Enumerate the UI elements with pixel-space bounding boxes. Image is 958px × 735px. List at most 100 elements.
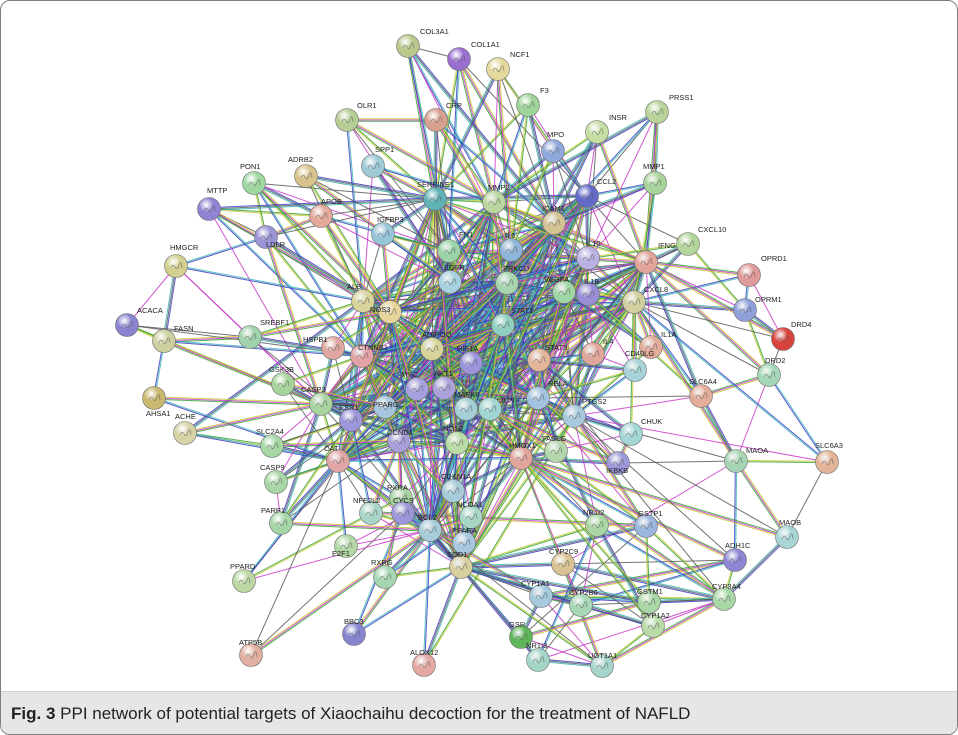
node-circle[interactable] bbox=[541, 139, 565, 163]
node-circle[interactable] bbox=[142, 386, 166, 410]
node-circle[interactable] bbox=[371, 222, 395, 246]
node-circle[interactable] bbox=[645, 100, 669, 124]
node-circle[interactable] bbox=[733, 298, 757, 322]
node-circle[interactable] bbox=[590, 654, 614, 678]
node-circle[interactable] bbox=[373, 565, 397, 589]
node-circle[interactable] bbox=[387, 429, 411, 453]
node-icam1[interactable]: ICAM1 bbox=[542, 204, 566, 235]
node-cxcl8[interactable]: CXCL8 bbox=[622, 285, 669, 314]
node-adipoq[interactable]: ADIPOQ bbox=[420, 330, 452, 361]
node-gstm1[interactable]: GSTM1 bbox=[637, 587, 663, 614]
node-il1a[interactable]: IL1A bbox=[639, 330, 677, 359]
node-pparg[interactable]: PPARG bbox=[373, 395, 399, 419]
node-circle[interactable] bbox=[542, 211, 566, 235]
node-casp9[interactable]: CASP9 bbox=[260, 463, 288, 494]
node-ahsa1[interactable]: AHSA1 bbox=[142, 386, 171, 419]
node-circle[interactable] bbox=[757, 363, 781, 387]
node-cyp1a2[interactable]: CYP1A2 bbox=[641, 611, 670, 638]
node-circle[interactable] bbox=[737, 263, 761, 287]
node-circle[interactable] bbox=[197, 197, 221, 221]
node-fasn[interactable]: FASN bbox=[152, 324, 194, 353]
node-circle[interactable] bbox=[581, 342, 605, 366]
node-gsk3b[interactable]: GSK3B bbox=[269, 365, 295, 396]
node-mpo[interactable]: MPO bbox=[541, 130, 565, 163]
node-circle[interactable] bbox=[569, 593, 593, 617]
node-rela[interactable]: RELA bbox=[526, 379, 568, 410]
node-circle[interactable] bbox=[544, 439, 568, 463]
node-mttp[interactable]: MTTP bbox=[197, 186, 228, 221]
node-ache[interactable]: ACHE bbox=[173, 412, 197, 445]
node-pon1[interactable]: PON1 bbox=[240, 162, 266, 195]
node-acaca[interactable]: ACACA bbox=[115, 306, 163, 337]
node-circle[interactable] bbox=[335, 108, 359, 132]
node-ppard[interactable]: PPARD bbox=[230, 562, 256, 593]
node-circle[interactable] bbox=[359, 501, 383, 525]
node-egfr[interactable]: EGFR bbox=[438, 263, 466, 294]
node-ikbkb[interactable]: IKBKB bbox=[606, 451, 630, 476]
node-myc[interactable]: MYC bbox=[401, 370, 429, 401]
node-circle[interactable] bbox=[173, 421, 197, 445]
node-maob[interactable]: MAOB bbox=[775, 518, 802, 549]
node-circle[interactable] bbox=[576, 282, 600, 306]
node-cat[interactable]: CAT bbox=[324, 444, 350, 473]
node-circle[interactable] bbox=[396, 34, 420, 58]
node-circle[interactable] bbox=[115, 313, 139, 337]
node-circle[interactable] bbox=[724, 449, 748, 473]
node-circle[interactable] bbox=[459, 351, 483, 375]
node-sod1[interactable]: SOD1 bbox=[447, 550, 473, 579]
node-f3[interactable]: F3 bbox=[516, 86, 549, 117]
node-circle[interactable] bbox=[423, 187, 447, 211]
node-circle[interactable] bbox=[420, 337, 444, 361]
node-circle[interactable] bbox=[242, 171, 266, 195]
node-drd4[interactable]: DRD4 bbox=[771, 320, 812, 351]
node-apob[interactable]: APOB bbox=[309, 197, 342, 228]
node-circle[interactable] bbox=[260, 434, 284, 458]
node-cycs[interactable]: CYCS bbox=[391, 496, 415, 525]
node-ppara[interactable]: PPARA bbox=[452, 526, 477, 555]
node-circle[interactable] bbox=[509, 446, 533, 470]
node-esr1[interactable]: ESR1 bbox=[339, 403, 363, 432]
node-circle[interactable] bbox=[418, 518, 442, 542]
node-circle[interactable] bbox=[405, 377, 429, 401]
node-gsr[interactable]: GSR bbox=[509, 620, 533, 649]
node-circle[interactable] bbox=[643, 171, 667, 195]
node-fn1[interactable]: FN1 bbox=[437, 230, 474, 263]
node-circle[interactable] bbox=[361, 154, 385, 178]
node-ccl2[interactable]: CCL2 bbox=[575, 177, 617, 208]
node-vegfa[interactable]: VEGFA bbox=[544, 275, 576, 304]
node-ifng[interactable]: IFNG bbox=[634, 241, 677, 274]
node-casp3[interactable]: CASP3 bbox=[301, 385, 333, 416]
node-circle[interactable] bbox=[529, 584, 553, 608]
node-ldlr[interactable]: LDLR bbox=[254, 225, 286, 250]
node-circle[interactable] bbox=[351, 289, 375, 313]
node-circle[interactable] bbox=[499, 238, 523, 262]
node-circle[interactable] bbox=[373, 395, 397, 419]
node-circle[interactable] bbox=[486, 57, 510, 81]
node-oprd1[interactable]: OPRD1 bbox=[737, 254, 787, 287]
node-circle[interactable] bbox=[424, 108, 448, 132]
node-circle[interactable] bbox=[412, 653, 436, 677]
node-gstp1[interactable]: GSTP1 bbox=[634, 509, 663, 538]
node-adrb2[interactable]: ADRB2 bbox=[288, 155, 318, 188]
node-circle[interactable] bbox=[459, 505, 483, 529]
node-circle[interactable] bbox=[238, 325, 262, 349]
node-circle[interactable] bbox=[689, 384, 713, 408]
node-circle[interactable] bbox=[775, 525, 799, 549]
node-circle[interactable] bbox=[551, 552, 575, 576]
node-circle[interactable] bbox=[391, 501, 415, 525]
node-olr1[interactable]: OLR1 bbox=[335, 101, 377, 132]
node-circle[interactable] bbox=[509, 625, 533, 649]
node-circle[interactable] bbox=[452, 531, 476, 555]
node-prss1[interactable]: PRSS1 bbox=[645, 93, 694, 124]
node-ccnd1[interactable]: CCND1 bbox=[387, 428, 413, 453]
node-bcl2[interactable]: BCL2 bbox=[418, 513, 442, 542]
node-circle[interactable] bbox=[269, 511, 293, 535]
node-circle[interactable] bbox=[326, 449, 350, 473]
node-ugt1a1[interactable]: UGT1A1 bbox=[588, 651, 617, 678]
node-cyp3a4[interactable]: CYP3A4 bbox=[712, 582, 741, 611]
node-e2f1[interactable]: E2F1 bbox=[332, 534, 358, 559]
node-circle[interactable] bbox=[482, 190, 506, 214]
node-mapk8[interactable]: MAPK8 bbox=[454, 390, 479, 421]
node-ncf1[interactable]: NCF1 bbox=[486, 50, 530, 81]
node-ctnnb1[interactable]: CTNNB1 bbox=[350, 343, 389, 368]
